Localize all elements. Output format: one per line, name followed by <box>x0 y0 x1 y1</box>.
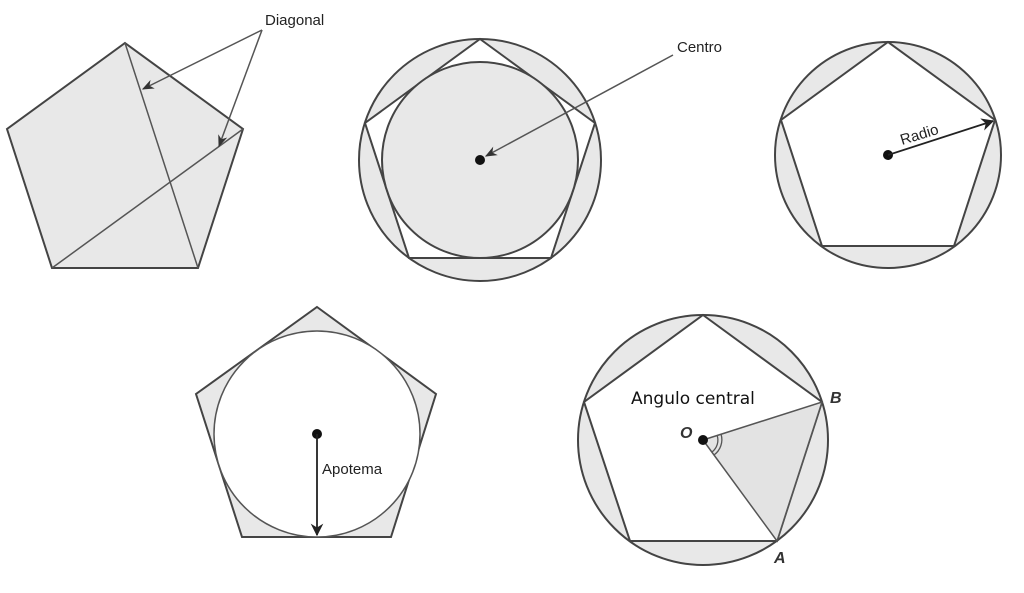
point-a-label: A <box>773 550 786 567</box>
centro-label: Centro <box>677 39 722 56</box>
centro-arrow <box>484 54 674 157</box>
figure-diagonal: Diagonal <box>5 12 324 269</box>
center-dot <box>475 155 485 165</box>
pentagon-shape <box>5 41 245 269</box>
diagonal-label: Diagonal <box>265 12 324 29</box>
point-b-label: B <box>830 390 842 407</box>
diagonal-arrow-2 <box>218 29 263 148</box>
angle-arc-2 <box>713 433 723 456</box>
point-o-label: O <box>680 425 693 442</box>
diagonal-line-1 <box>124 42 199 269</box>
angulo-central-label: Angulo central <box>631 389 755 409</box>
apotema-label: Apotema <box>322 461 383 478</box>
figure-centro: Centro <box>358 37 722 282</box>
figure-angulo-central: Angulo central O B A <box>577 313 842 567</box>
angle-arc <box>711 434 719 453</box>
central-angle-sector <box>701 400 824 543</box>
diagonal-line-2 <box>51 128 244 269</box>
inscribed-pentagon-radio <box>779 40 997 247</box>
figure-radio: Radio <box>774 40 1002 269</box>
radio-arrow <box>887 118 995 156</box>
point-o-dot <box>698 435 708 445</box>
diagonal-arrow-1 <box>141 29 263 90</box>
figure-apotema: Apotema <box>194 305 438 538</box>
